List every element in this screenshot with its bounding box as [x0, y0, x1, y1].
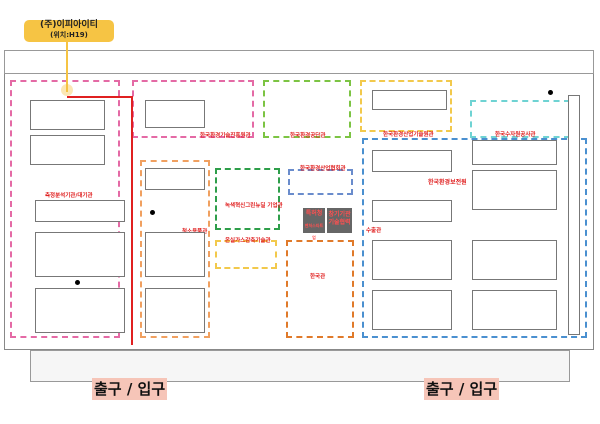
- booth[interactable]: [372, 150, 452, 172]
- south-entrance-structures: [30, 350, 570, 382]
- booth[interactable]: [372, 240, 452, 280]
- exit-entrance-right[interactable]: 출구 / 입구: [424, 378, 500, 400]
- booth-location: (위치:H19): [50, 31, 88, 39]
- north-wall-structures: [4, 50, 594, 74]
- booth[interactable]: [30, 100, 105, 130]
- zone-label: 한국수자원공사관: [495, 132, 536, 138]
- booth[interactable]: [472, 170, 557, 210]
- booth[interactable]: [472, 140, 557, 165]
- zone-label: 한국환경산업협회관: [300, 166, 346, 172]
- booth[interactable]: [372, 200, 452, 222]
- route-line: [67, 96, 133, 345]
- booth[interactable]: [145, 232, 205, 277]
- zone-industry-tech: [360, 80, 452, 132]
- booth[interactable]: [35, 288, 125, 333]
- target-booth-highlight: [61, 84, 73, 96]
- zone-label: 한국환경산업기술원관: [383, 132, 434, 138]
- booth[interactable]: [145, 168, 205, 190]
- booth[interactable]: [30, 135, 105, 165]
- zone-keco: [263, 80, 351, 138]
- zone-label: 녹색혁신그린뉴딜 기업관: [225, 203, 283, 209]
- zone-label: 측정분석기관/대기관: [45, 193, 93, 199]
- booth[interactable]: [472, 240, 557, 280]
- zone-association: [288, 169, 353, 195]
- zone-label: 한국환경기술진흥원관: [200, 133, 251, 139]
- booth[interactable]: [145, 100, 205, 128]
- booth-callout: (주)이피아이티 (위치:H19): [24, 20, 114, 42]
- zone-green-newdeal: [215, 168, 280, 230]
- tech-label: 창기기관 기술협력: [328, 211, 351, 226]
- booth[interactable]: [472, 290, 557, 330]
- booth-column[interactable]: [568, 95, 580, 335]
- booth[interactable]: [145, 288, 205, 333]
- pillar: [75, 280, 80, 285]
- booth[interactable]: [372, 90, 447, 110]
- exit-entrance-left[interactable]: 출구 / 입구: [92, 378, 168, 400]
- zone-kec: [362, 138, 587, 338]
- zone-label: 한국환경공단관: [290, 133, 326, 139]
- patent-label: 특허청: [305, 210, 323, 217]
- zone-cleaning: [140, 160, 210, 338]
- booth[interactable]: [372, 290, 452, 330]
- zone-label: 온실가스감축기술관: [225, 238, 271, 244]
- tech-cooperation-booth[interactable]: 창기기관 기술협력: [327, 208, 352, 233]
- pillar: [150, 210, 155, 215]
- zone-label: 한국환경보전원: [428, 177, 467, 186]
- booth[interactable]: [35, 232, 125, 277]
- zone-label: 수출관: [366, 228, 382, 234]
- company-name: (주)이피아이티: [40, 20, 98, 30]
- booth[interactable]: [35, 200, 125, 222]
- pillar: [548, 90, 553, 95]
- venture-label: 벤처스타트업: [304, 223, 324, 240]
- zone-korea: [286, 240, 354, 338]
- zone-ghg: [215, 240, 277, 269]
- zone-label: 한국관: [310, 274, 326, 280]
